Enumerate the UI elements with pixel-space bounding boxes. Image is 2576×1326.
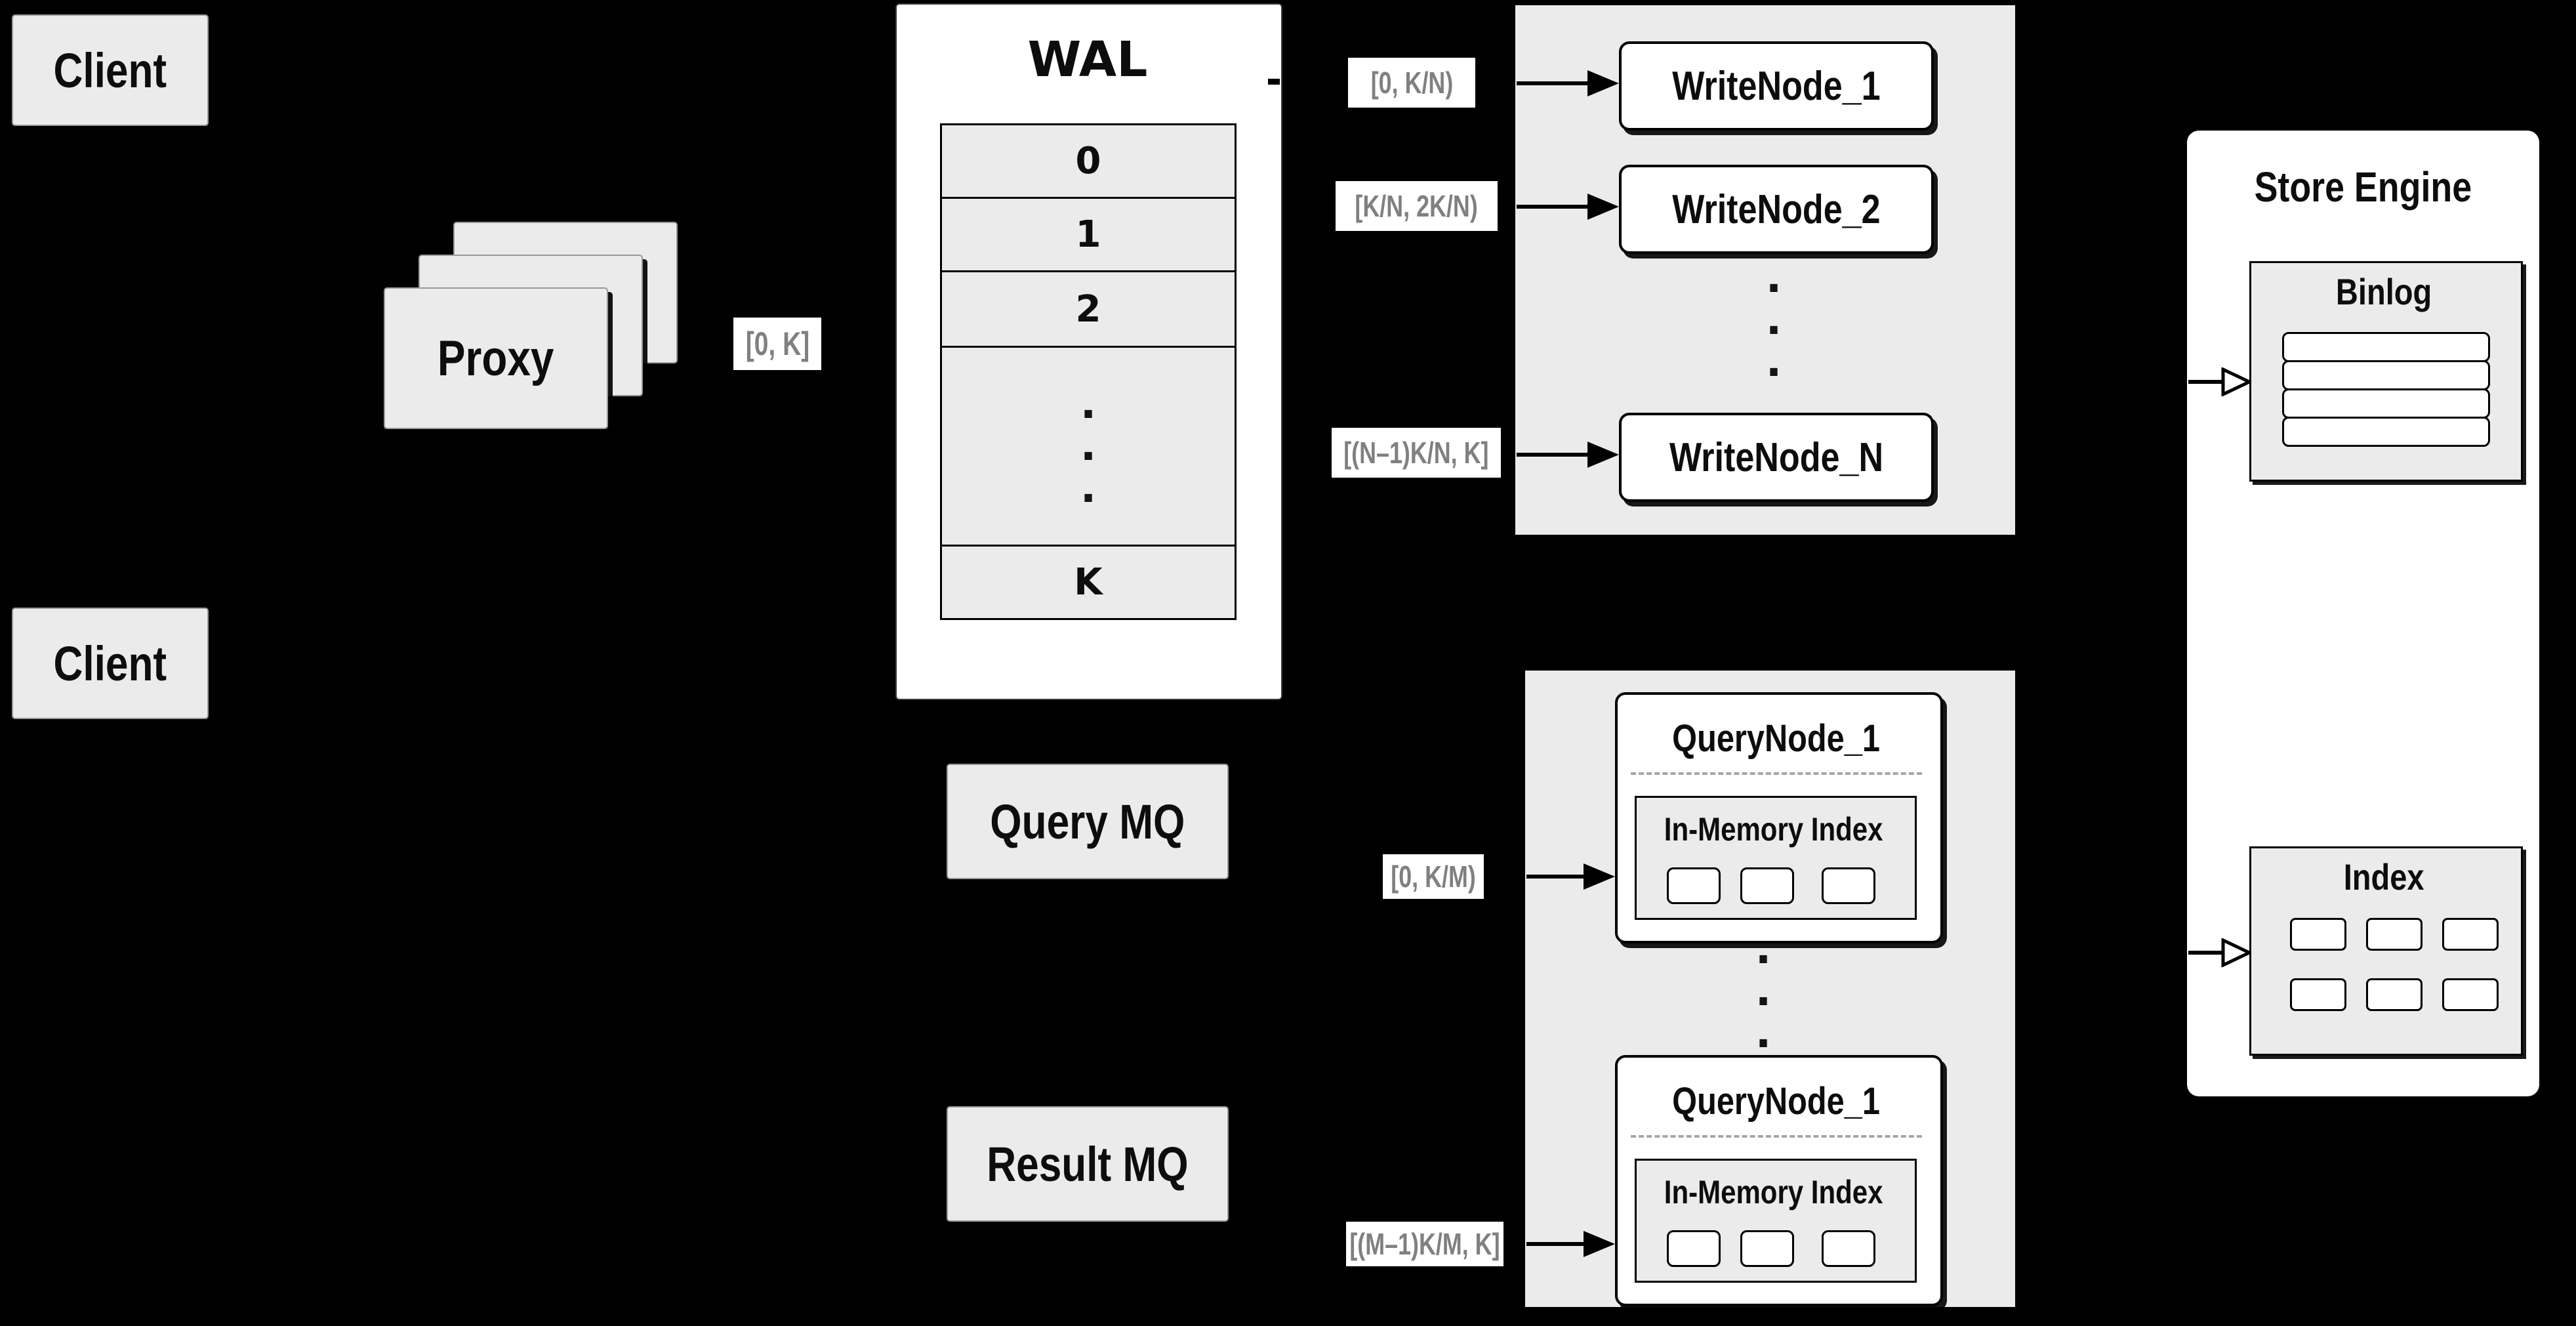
client-box-top: Client <box>12 14 209 126</box>
wal-row: K <box>940 545 1237 620</box>
arrow-to-binlog-head-icon <box>2221 367 2251 396</box>
range-label-query-m: [(M–1)K/M, K] <box>1346 1222 1503 1266</box>
write-node-1: WriteNode_1 <box>1619 41 1934 131</box>
range-label-write-1: [0, K/N) <box>1348 58 1475 108</box>
query-mq-box: Query MQ <box>947 764 1229 879</box>
client-box-bottom: Client <box>12 608 209 719</box>
range-label-query-1: [0, K/M) <box>1383 854 1484 899</box>
arrow-to-index-head-icon <box>2221 938 2251 967</box>
binlog-row <box>2282 388 2490 419</box>
query-node-1-title: QueryNode_1 <box>1672 717 1881 760</box>
index-panel <box>2249 846 2523 1056</box>
arrow-to-querynode2-shaft <box>1526 1242 1586 1246</box>
arrow-to-writenode2-shaft <box>1517 205 1590 209</box>
arrow-to-writenoden-head-icon <box>1587 442 1619 468</box>
store-engine-title: Store Engine <box>2254 163 2472 211</box>
binlog-row <box>2282 417 2490 447</box>
arrow-to-querynode2-head-icon <box>1584 1231 1615 1257</box>
arrow-to-writenode1-head-icon <box>1587 70 1619 96</box>
memory-index-cell <box>1740 1230 1794 1267</box>
query-node-1-memory-index-title: In-Memory Index <box>1664 811 1883 848</box>
memory-index-cell <box>1822 1230 1875 1267</box>
write-nodes-ellipsis: ... <box>1765 254 1782 386</box>
query-node-1-divider <box>1631 772 1922 775</box>
range-label-proxy: [0, K] <box>733 318 821 370</box>
memory-index-cell <box>1740 867 1794 904</box>
index-cell <box>2442 978 2499 1011</box>
arrow-to-binlog-shaft <box>2188 380 2225 384</box>
index-cell <box>2442 918 2499 951</box>
binlog-row <box>2282 332 2490 362</box>
memory-index-cell <box>1667 1230 1721 1267</box>
memory-index-cell <box>1822 867 1875 904</box>
index-cell <box>2290 978 2346 1011</box>
proxy-box-front: Proxy <box>384 287 608 429</box>
result-mq-box: Result MQ <box>947 1106 1229 1222</box>
index-title: Index <box>2344 856 2424 898</box>
query-node-2-divider <box>1631 1135 1922 1138</box>
wal-row: 1 <box>940 197 1237 272</box>
query-node-2-memory-index-title: In-Memory Index <box>1664 1174 1883 1211</box>
binlog-title: Binlog <box>2336 271 2432 312</box>
arrow-to-writenode2-head-icon <box>1587 194 1619 220</box>
arrow-to-writenode1-shaft <box>1517 81 1590 85</box>
query-nodes-ellipsis: ... <box>1755 925 1772 1058</box>
index-cell <box>2290 918 2346 951</box>
arrow-to-writenoden-shaft <box>1517 453 1590 457</box>
range-label-write-2: [K/N, 2K/N) <box>1336 181 1498 231</box>
wal-row: 0 <box>940 123 1237 199</box>
wal-arrow-stub <box>1268 79 1280 85</box>
index-cell <box>2366 978 2423 1011</box>
arrow-to-index-shaft <box>2188 951 2225 955</box>
wal-title: WAL <box>1027 31 1148 88</box>
arrow-to-querynode1-shaft <box>1526 875 1586 879</box>
write-node-2: WriteNode_2 <box>1619 165 1934 254</box>
range-label-write-n: [(N–1)K/N, K] <box>1332 428 1501 478</box>
ellipsis-dots: ... <box>1080 380 1097 512</box>
wal-row: 2 <box>940 270 1237 348</box>
binlog-row <box>2282 360 2490 390</box>
query-node-2-title: QueryNode_1 <box>1672 1080 1881 1123</box>
wal-table: 0 1 2 ... K <box>940 123 1237 620</box>
index-cell <box>2366 918 2423 951</box>
arrow-to-querynode1-head-icon <box>1584 863 1615 890</box>
memory-index-cell <box>1667 867 1721 904</box>
write-node-n: WriteNode_N <box>1619 413 1934 502</box>
wal-row-ellipsis: ... <box>940 346 1237 547</box>
